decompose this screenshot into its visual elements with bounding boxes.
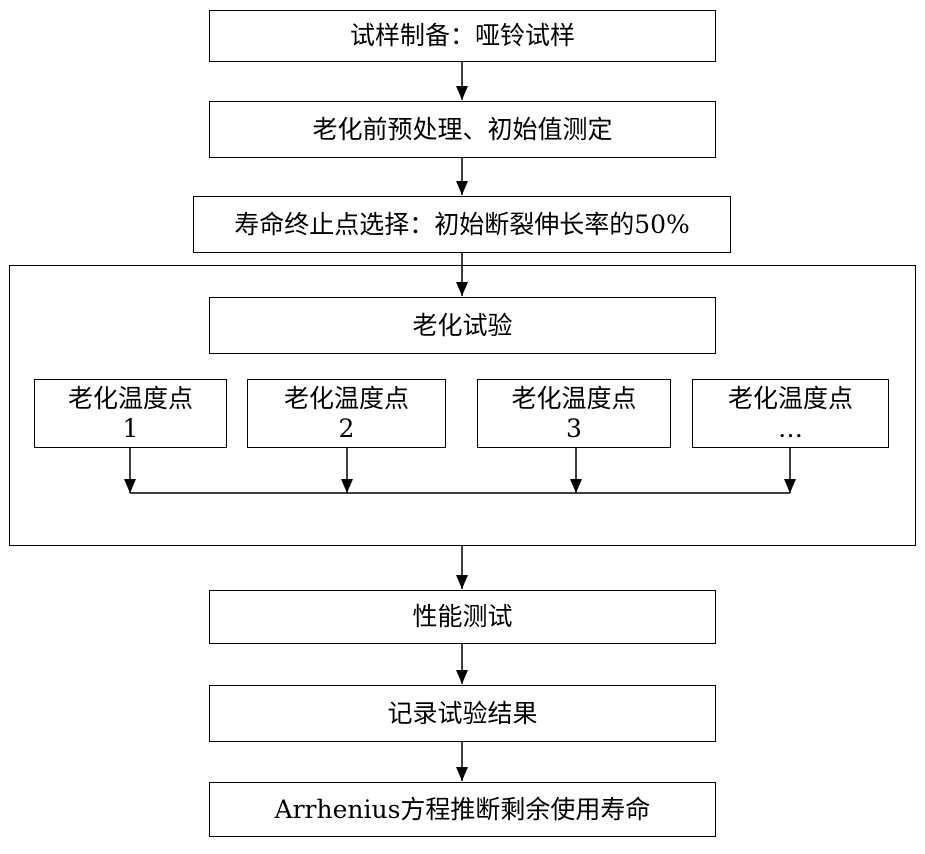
temperature-point-n: 老化温度点 …: [692, 379, 889, 448]
step-sample-preparation: 试样制备：哑铃试样: [209, 10, 716, 62]
arrowhead-4: [456, 575, 468, 589]
step-performance-test-label: 性能测试: [412, 602, 513, 631]
arrowhead-t2: [341, 479, 353, 493]
step-endpoint-selection: 寿命终止点选择：初始断裂伸长率的50%: [193, 196, 731, 253]
step-performance-test: 性能测试: [209, 590, 716, 644]
step-pretreatment-label: 老化前预处理、初始值测定: [312, 114, 613, 144]
step-arrhenius-prediction-label: Arrhenius方程推断剩余使用寿命: [274, 794, 651, 824]
arrowhead-1: [456, 86, 468, 100]
arrowhead-5: [456, 670, 468, 684]
step-sample-preparation-label: 试样制备：哑铃试样: [349, 21, 575, 50]
step-record-results: 记录试验结果: [209, 685, 716, 742]
temperature-point-n-label: 老化温度点 …: [727, 383, 853, 443]
arrowhead-2: [456, 181, 468, 195]
arrowhead-t1: [124, 479, 136, 493]
temperature-point-1-label: 老化温度点 1: [67, 383, 193, 443]
step-aging-test-label: 老化试验: [412, 310, 513, 340]
temperature-point-3: 老化温度点 3: [477, 379, 671, 448]
arrowhead-3: [456, 282, 468, 296]
temperature-point-3-label: 老化温度点 3: [511, 383, 637, 443]
temperature-point-1: 老化温度点 1: [34, 379, 227, 448]
arrowhead-6: [456, 767, 468, 781]
step-arrhenius-prediction: Arrhenius方程推断剩余使用寿命: [209, 782, 716, 837]
step-endpoint-selection-label: 寿命终止点选择：初始断裂伸长率的50%: [234, 209, 690, 239]
step-pretreatment: 老化前预处理、初始值测定: [209, 101, 716, 158]
temperature-point-2-label: 老化温度点 2: [283, 383, 409, 443]
step-aging-test: 老化试验: [209, 297, 716, 354]
temperature-point-2: 老化温度点 2: [247, 379, 446, 448]
arrowhead-tn: [784, 479, 796, 493]
step-record-results-label: 记录试验结果: [387, 698, 538, 728]
arrowhead-t3: [570, 479, 582, 493]
